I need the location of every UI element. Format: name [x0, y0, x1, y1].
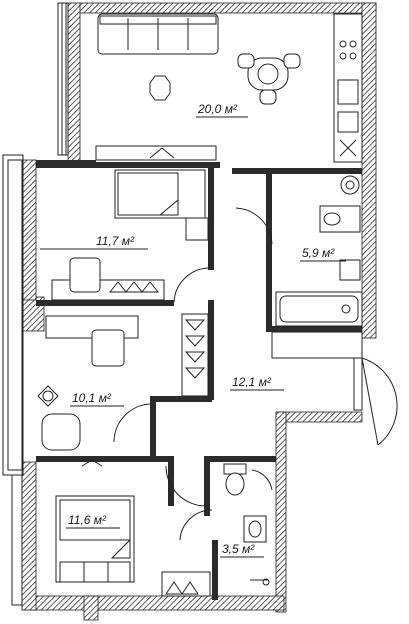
area-bathroom: 5,9 м²: [302, 246, 335, 260]
area-toilet: 3,5 м²: [222, 542, 255, 556]
area-labels: 20,0 м² 11,7 м² 5,9 м² 10,1 м² 12,1 м² 1…: [68, 102, 335, 556]
doors: [113, 207, 398, 541]
toilet-furniture: [223, 463, 270, 586]
area-hallway: 12,1 м²: [232, 375, 272, 389]
label-underlines: [40, 116, 346, 558]
bedroom-3-furniture: [55, 459, 211, 597]
area-bedroom-1: 11,7 м²: [96, 234, 135, 248]
interior-walls: [36, 160, 362, 600]
living-room-furniture: [95, 13, 363, 163]
area-bedroom-3: 11,6 м²: [68, 513, 107, 527]
bedroom-1-furniture: [51, 169, 209, 301]
balcony-windows: [2, 2, 69, 606]
bathroom-furniture: [271, 175, 363, 359]
area-living-kitchen: 20,0 м²: [197, 102, 238, 116]
bedroom-2-furniture: [37, 313, 209, 451]
exterior-walls: [21, 2, 377, 621]
area-bedroom-2: 10,1 м²: [72, 391, 112, 405]
